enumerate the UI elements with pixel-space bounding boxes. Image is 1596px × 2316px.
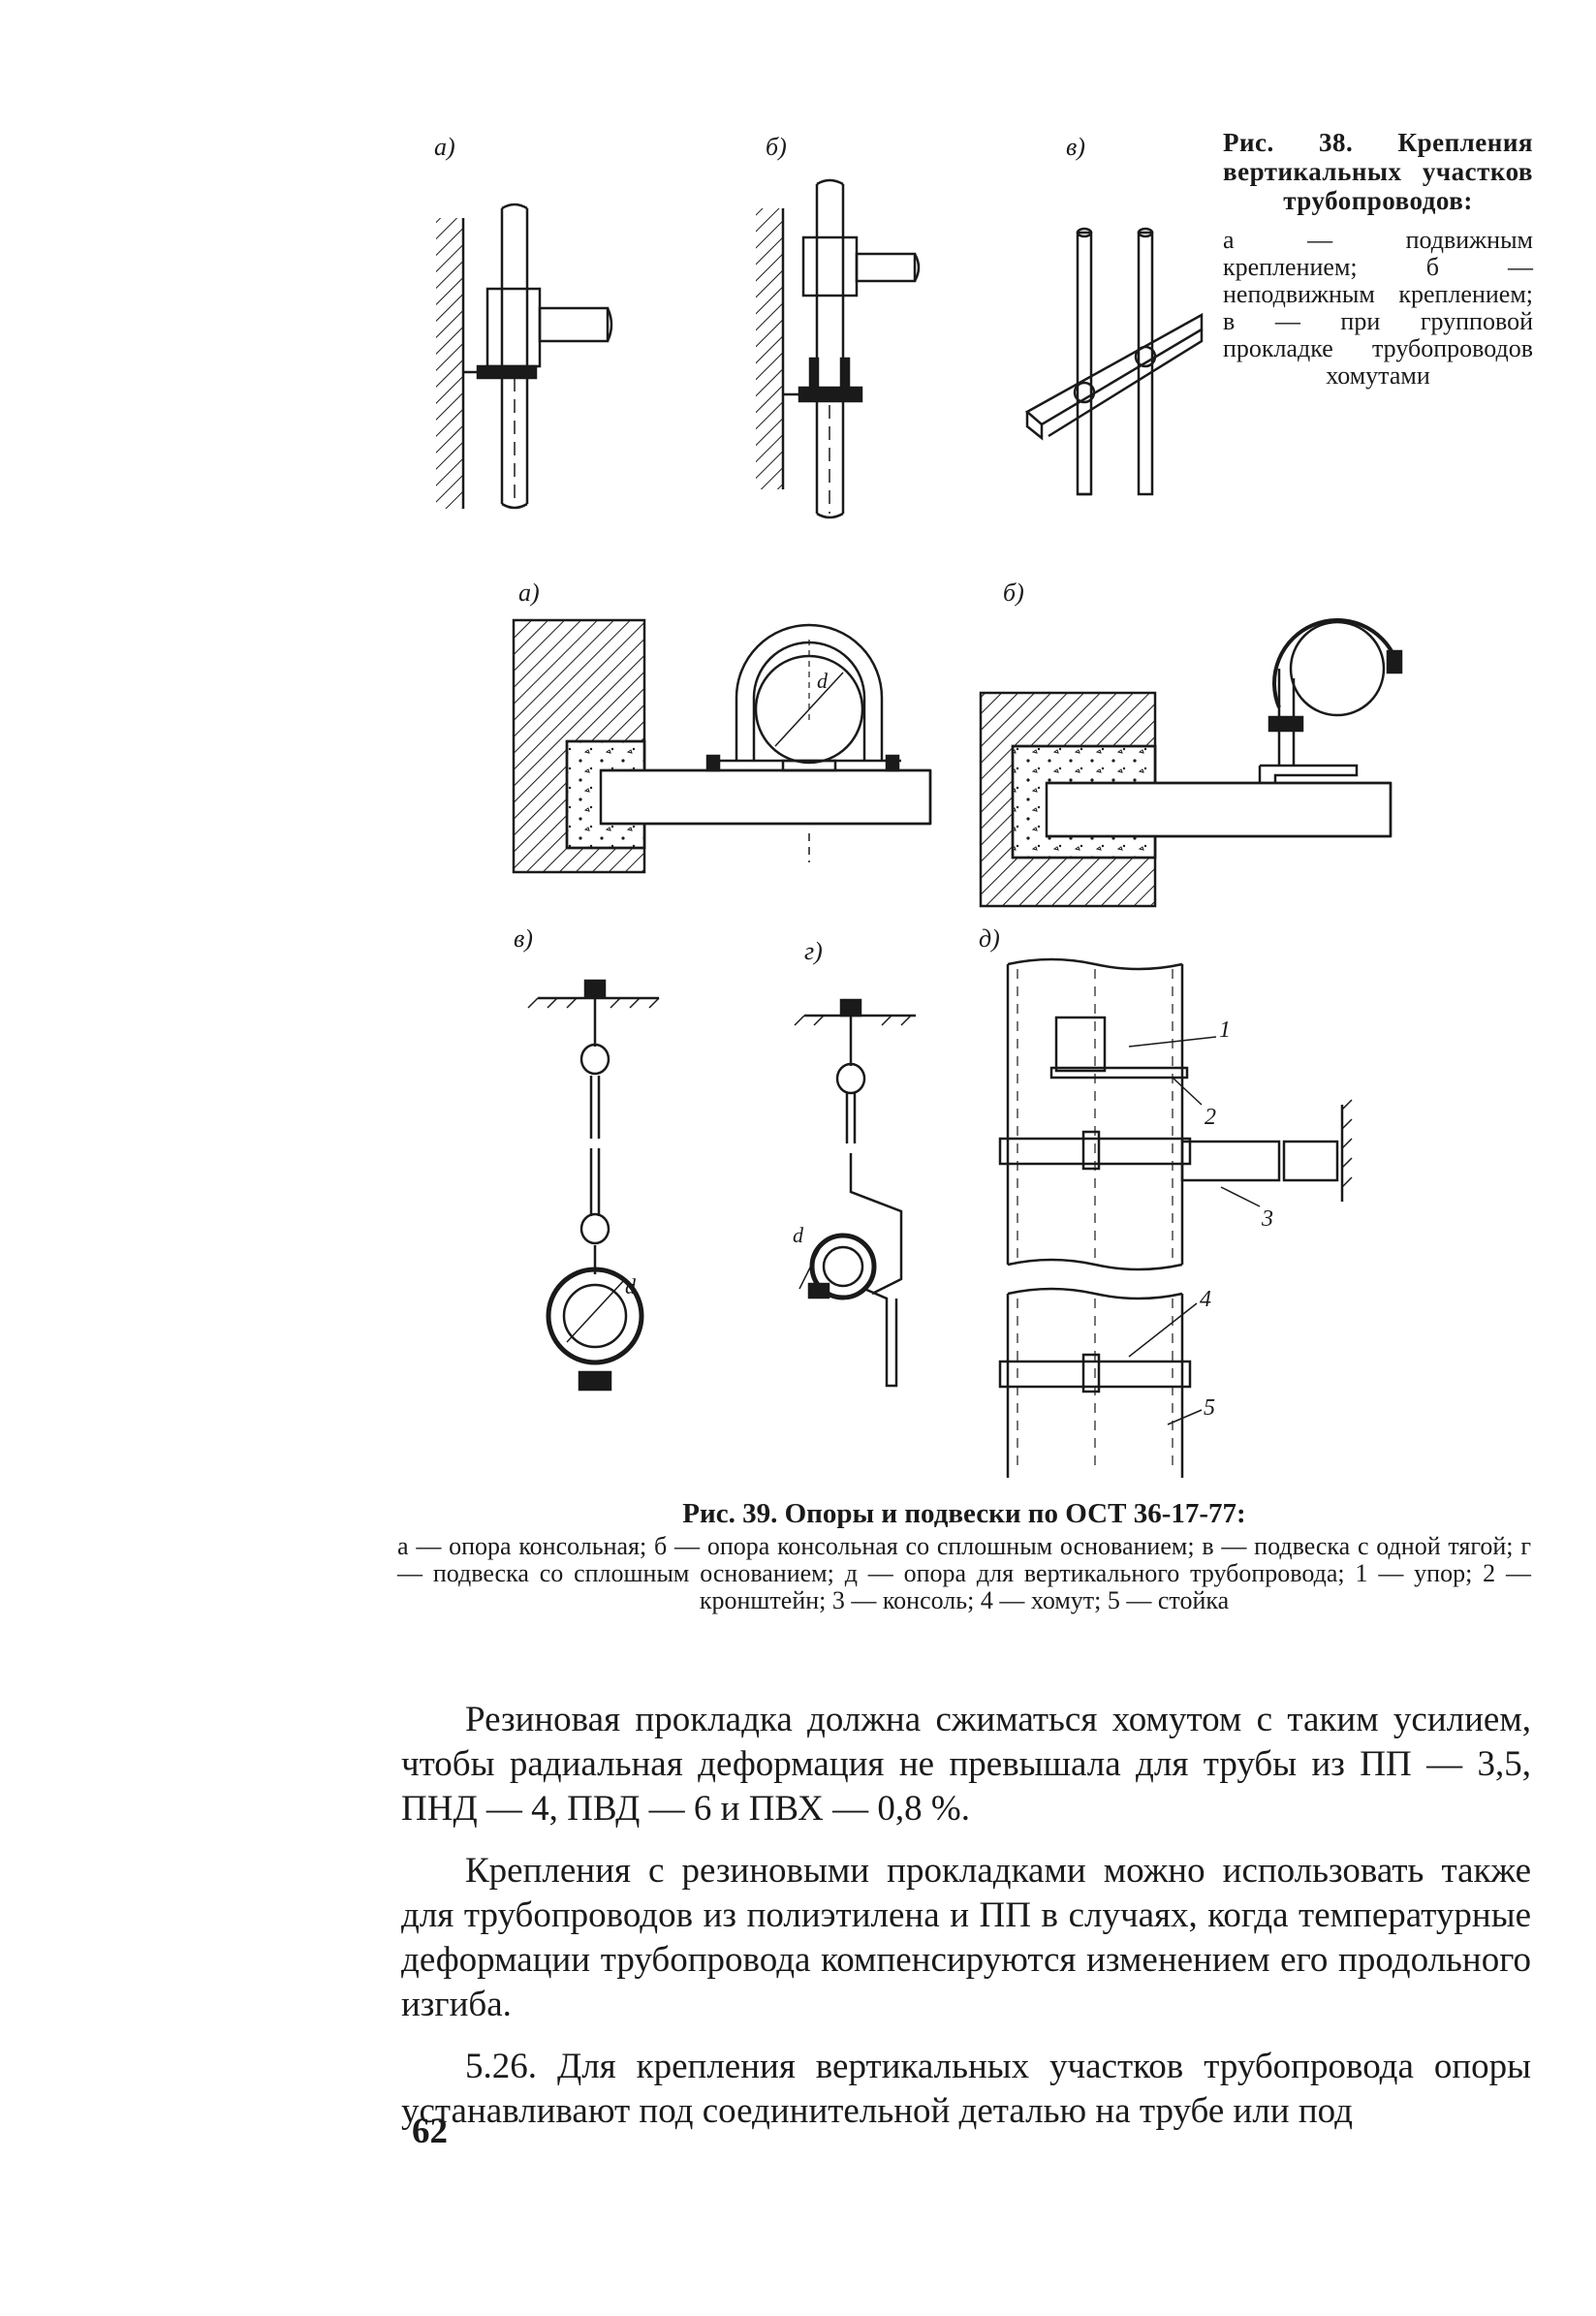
fig39-dim-d-d: d	[793, 1223, 804, 1247]
fig39-callout-5: 5	[1204, 1395, 1215, 1421]
fig39-panel-b: б)	[979, 579, 1403, 908]
fig38-caption-title: Рис. 38. Крепления вертикальных участков…	[1223, 128, 1533, 215]
body-text: Резиновая прокладка должна сжиматься хом…	[401, 1698, 1531, 2151]
fig39-callout-2: 2	[1205, 1105, 1216, 1130]
fig38-label-a: а)	[434, 133, 455, 161]
fig39-caption-title: Рис. 39. Опоры и подвески по ОСТ 36-17-7…	[682, 1498, 1246, 1529]
fig38-panel-b: б)	[756, 133, 921, 519]
paragraph: Крепления с резиновыми прокладками можно…	[401, 1851, 1531, 2024]
fig38-label-c: в)	[1066, 133, 1085, 161]
fig39-label-e: д)	[979, 924, 1000, 953]
fig39-label-a: а)	[518, 579, 540, 607]
page-number: 62	[412, 2112, 448, 2151]
fig39-panel-d: г) d	[793, 937, 916, 1388]
fig39-panel-c: в) d	[514, 924, 660, 1392]
fig38-panel-c: в)	[1024, 133, 1204, 496]
fig39-callout-1: 1	[1219, 1017, 1231, 1043]
fig39-label-b: б)	[1003, 579, 1024, 607]
fig39-callout-4: 4	[1200, 1287, 1211, 1312]
fig39-dim-d-c: d	[625, 1274, 637, 1299]
fig38-label-b: б)	[766, 133, 787, 161]
paragraph: 5.26. Для крепления вертикальных участко…	[401, 2047, 1531, 2131]
paragraph: Резиновая прокладка должна сжиматься хом…	[401, 1700, 1531, 1829]
fig39-dim-d-a: d	[817, 669, 829, 693]
fig38-panel-a: а)	[434, 133, 613, 510]
fig39-caption-desc: а — опора консольная; б — опора консольн…	[397, 1532, 1531, 1614]
fig38-caption: Рис. 38. Крепления вертикальных участков…	[1223, 128, 1533, 390]
fig38-caption-desc: а — подвижным креплением; б — неподвижны…	[1223, 226, 1533, 390]
fig39-label-c: в)	[514, 924, 533, 953]
figures-drawing: а) б) в)	[434, 133, 1403, 1478]
fig39-callout-3: 3	[1261, 1206, 1273, 1232]
fig39-panel-e: д) 1 2 3 4 5	[979, 924, 1353, 1478]
fig39-caption: Рис. 39. Опоры и подвески по ОСТ 36-17-7…	[397, 1500, 1531, 1614]
fig39-panel-a: а) d	[512, 579, 932, 874]
fig39-label-d: г)	[804, 937, 823, 965]
